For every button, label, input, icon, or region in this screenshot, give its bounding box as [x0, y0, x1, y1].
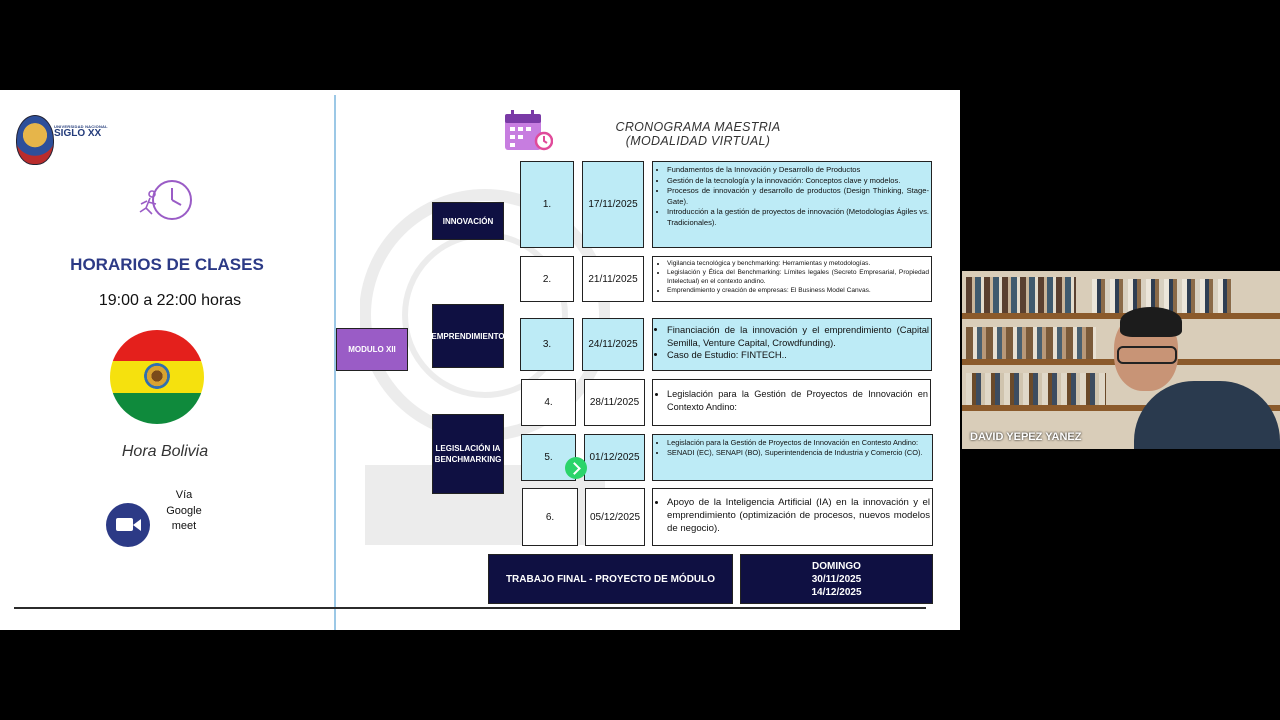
via-line: Vía	[175, 489, 193, 501]
calendar-icon	[505, 110, 553, 151]
video-camera-icon	[106, 503, 150, 547]
module-badge: MODULO XII	[336, 328, 408, 371]
session-description: Vigilancia tecnológica y benchmarking: H…	[652, 256, 932, 302]
topic-emprendimiento: EMPRENDIMIENTO	[431, 304, 505, 368]
university-emblem-icon	[16, 115, 54, 165]
session-number: 3.	[520, 318, 574, 371]
session-topic: Legislación para la Gestión de Proyectos…	[667, 388, 928, 413]
bookshelf	[962, 405, 1280, 411]
via-line: Google	[166, 504, 202, 517]
session-topic: Vigilancia tecnológica y benchmarking: H…	[667, 260, 929, 269]
bolivia-flag-icon	[110, 330, 204, 424]
session-date: 24/11/2025	[582, 318, 644, 371]
session-description: Fundamentos de la Innovación y Desarroll…	[652, 161, 932, 248]
session-number: 4.	[521, 379, 576, 426]
meet-label: Vía Google meet	[158, 488, 210, 535]
horizontal-divider	[14, 607, 926, 609]
session-topic: Caso de Estudio: FINTECH..	[667, 349, 929, 362]
session-topic: Introducción a la gestión de proyectos d…	[667, 207, 929, 228]
final-date: 30/11/2025	[811, 573, 862, 585]
timezone-label: Hora Bolivia	[121, 443, 209, 460]
session-date: 01/12/2025	[584, 434, 645, 481]
session-description: Legislación para la Gestión de Proyectos…	[652, 434, 933, 481]
final-day: DOMINGO	[812, 560, 861, 572]
session-topic: Emprendimiento y creación de empresas: E…	[667, 287, 929, 296]
schedule-title-line: CRONOGRAMA MAESTRIA	[615, 120, 781, 134]
participant-name: DAVID YEPEZ YANEZ	[970, 431, 1082, 443]
session-topic: Gestión de la tecnología y la innovación…	[667, 176, 929, 187]
coat-of-arms-icon	[144, 363, 170, 390]
session-description: Apoyo de la Inteligencia Artificial (IA)…	[652, 488, 933, 546]
final-project-label: TRABAJO FINAL - PROYECTO DE MÓDULO	[488, 554, 733, 604]
session-date: 17/11/2025	[582, 161, 644, 248]
session-topic: Financiación de la innovación y el empre…	[667, 324, 929, 349]
books	[966, 277, 1076, 313]
participant-hair	[1120, 307, 1182, 337]
presentation-slide: UNIVERSIDAD NACIONAL SIGLO XX HORARIOS D…	[0, 90, 960, 630]
session-number: 1.	[520, 161, 574, 248]
schedule-subtitle-line: (MODALIDAD VIRTUAL)	[625, 134, 771, 148]
session-number: 2.	[520, 256, 574, 302]
logo-subtitle: UNIVERSIDAD NACIONAL	[54, 124, 108, 129]
session-date: 21/11/2025	[582, 256, 644, 302]
logo-title: SIGLO XX	[54, 128, 102, 139]
via-line: meet	[171, 520, 197, 532]
session-description: Financiación de la innovación y el empre…	[652, 318, 932, 371]
session-date: 05/12/2025	[585, 488, 645, 546]
final-date: 14/12/2025	[811, 586, 862, 598]
class-hours: 19:00 a 22:00 horas	[98, 292, 242, 309]
session-topic: Legislación para la Gestión de Proyectos…	[667, 438, 930, 448]
session-topic: Fundamentos de la Innovación y Desarroll…	[667, 165, 929, 176]
session-topic: SENADI (EC), SENAPI (BO), Superintendenc…	[667, 448, 930, 458]
topic-innovacion: INNOVACIÓN	[432, 202, 504, 240]
final-dates: DOMINGO 30/11/2025 14/12/2025	[740, 554, 933, 604]
books	[966, 373, 1106, 405]
schedule-heading: HORARIOS DE CLASES	[70, 255, 264, 274]
session-topic: Apoyo de la Inteligencia Artificial (IA)…	[667, 496, 930, 535]
cursor-arrow-icon	[565, 457, 587, 479]
session-topic: Procesos de innovación y desarrollo de p…	[667, 186, 929, 207]
participant-video-tile[interactable]: DAVID YEPEZ YANEZ	[962, 271, 1280, 449]
session-description: Legislación para la Gestión de Proyectos…	[652, 379, 931, 426]
clock-runner-icon	[139, 180, 192, 220]
books	[966, 327, 1096, 359]
participant-body	[1134, 381, 1280, 449]
session-date: 28/11/2025	[584, 379, 645, 426]
topic-legislacion: LEGISLACIÓN IA BENCHMARKING	[432, 414, 504, 494]
glasses-icon	[1117, 346, 1177, 364]
session-number: 6.	[522, 488, 578, 546]
schedule-title: CRONOGRAMA MAESTRIA (MODALIDAD VIRTUAL)	[598, 120, 798, 148]
university-logo: UNIVERSIDAD NACIONAL SIGLO XX	[16, 115, 108, 165]
vertical-divider	[334, 95, 336, 630]
session-topic: Legislación y Ética del Benchmarking: Lí…	[667, 269, 929, 287]
